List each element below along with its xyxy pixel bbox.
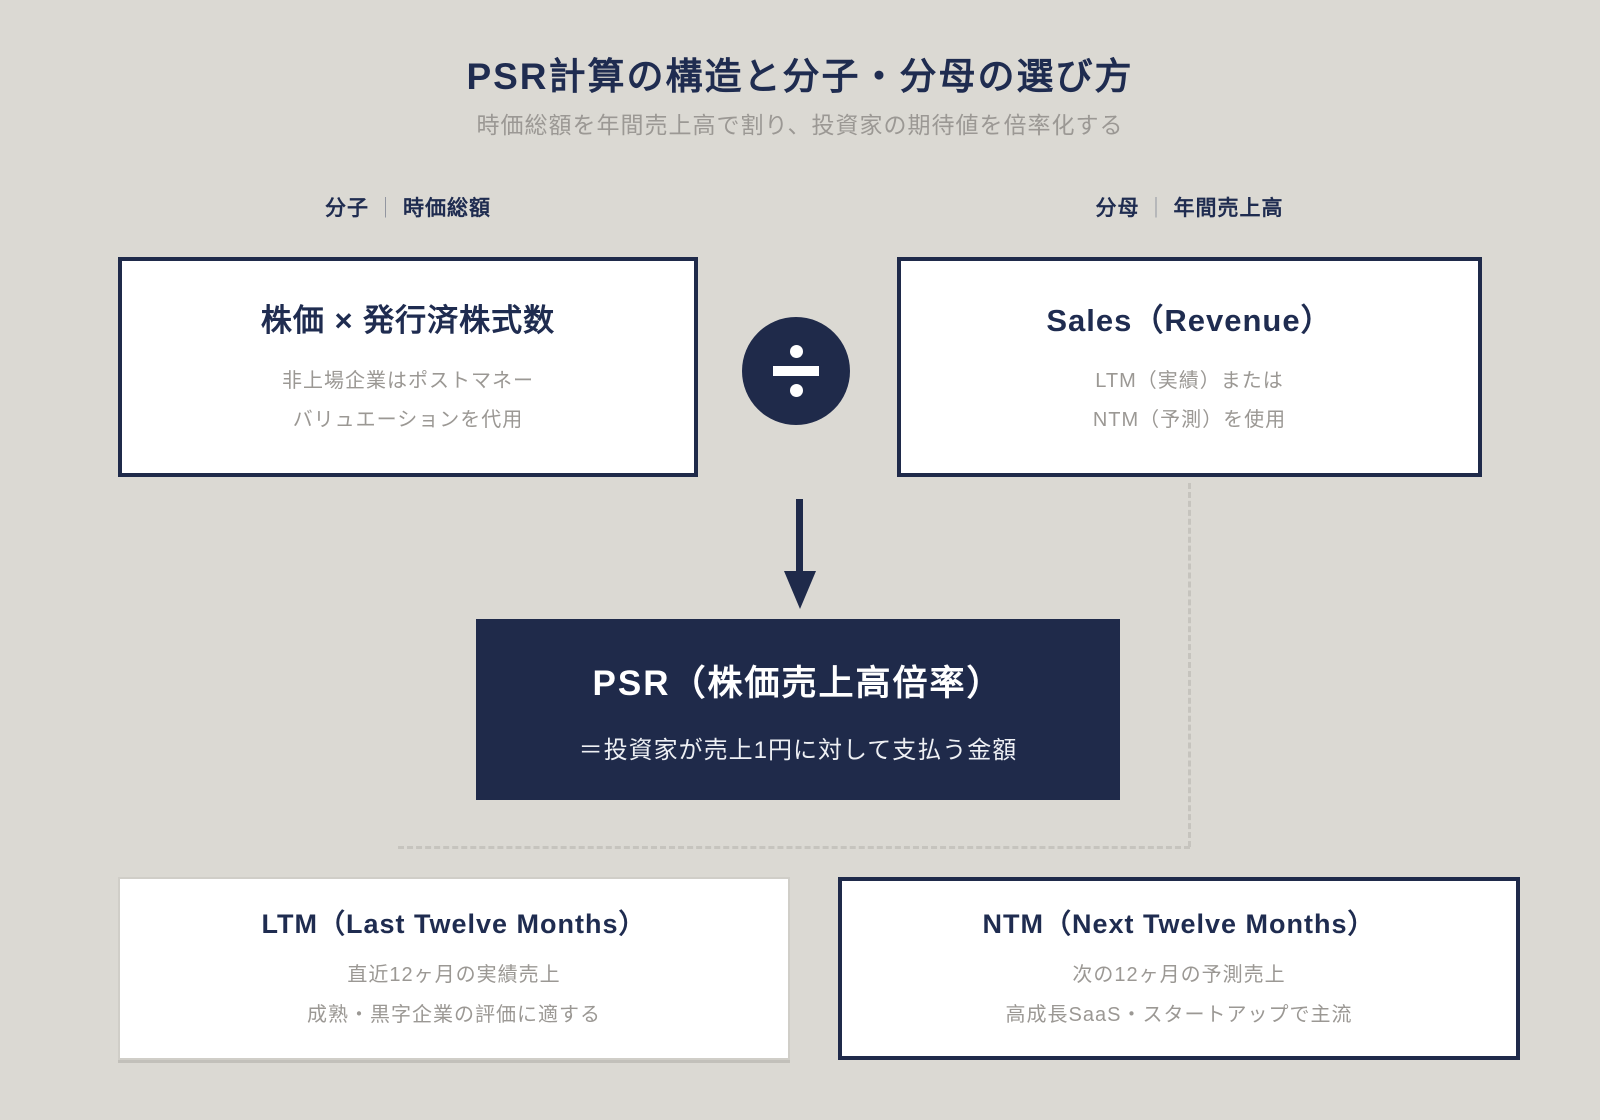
ltm-box: LTM（Last Twelve Months） 直近12ヶ月の実績売上 成熟・黒… — [118, 877, 790, 1060]
denominator-box-note-line2: NTM（予測）を使用 — [1092, 408, 1287, 431]
ntm-box-note-line1: 次の12ヶ月の予測売上 — [1072, 964, 1286, 986]
denominator-box: Sales（Revenue） LTM（実績）または NTM（予測）を使用 — [897, 257, 1482, 477]
divide-icon-top-dot — [789, 345, 803, 358]
divide-icon — [742, 317, 850, 425]
denominator-dashed-connector-vertical — [1188, 483, 1191, 847]
numerator-label: 分子 ｜ 時価総額 — [118, 192, 698, 222]
page-subtitle: 時価総額を年間売上高で割り、投資家の期待値を倍率化する — [476, 112, 1124, 138]
numerator-box: 株価 × 発行済株式数 非上場企業はポストマネー バリュエーションを代用 — [118, 257, 698, 477]
ntm-box: NTM（Next Twelve Months） 次の12ヶ月の予測売上 高成長S… — [838, 877, 1520, 1060]
page-title: PSR計算の構造と分子・分母の選び方 — [466, 56, 1134, 97]
divide-icon-bottom-dot — [789, 384, 803, 397]
psr-result-box: PSR（株価売上高倍率） ＝投資家が売上1円に対して支払う金額 — [476, 619, 1120, 800]
ltm-box-note-line1: 直近12ヶ月の実績売上 — [347, 964, 561, 986]
denominator-box-title: Sales（Revenue） — [1046, 302, 1333, 338]
denominator-label: 分母｜年間売上高 — [897, 192, 1482, 222]
psr-result-title: PSR（株価売上高倍率） — [592, 663, 1004, 703]
denominator-label-prefix: 分母 — [1095, 197, 1140, 220]
denominator-label-name: 年間売上高 — [1173, 197, 1284, 220]
denominator-box-note-line1: LTM（実績）または — [1095, 369, 1284, 392]
numerator-box-title: 株価 × 発行済株式数 — [260, 302, 556, 338]
ntm-box-title: NTM（Next Twelve Months） — [982, 909, 1376, 939]
down-arrow-shaft — [796, 499, 803, 573]
numerator-label-prefix: 分子 — [325, 197, 369, 220]
down-arrow-icon — [784, 571, 816, 609]
denominator-label-separator: ｜ — [1145, 197, 1168, 220]
ltm-box-title: LTM（Last Twelve Months） — [261, 909, 647, 939]
ntm-box-note-line2: 高成長SaaS・スタートアップで主流 — [1005, 1004, 1353, 1026]
numerator-box-note-line2: バリュエーションを代用 — [292, 408, 524, 431]
psr-result-subtitle: ＝投資家が売上1円に対して支払う金額 — [578, 736, 1018, 764]
divide-icon-bar — [773, 366, 819, 376]
numerator-box-note-line1: 非上場企業はポストマネー — [282, 369, 534, 392]
numerator-label-separator: ｜ — [375, 197, 397, 220]
denominator-dashed-connector-horizontal — [398, 846, 1190, 849]
numerator-label-name: 時価総額 — [403, 197, 491, 220]
ltm-box-note-line2: 成熟・黒字企業の評価に適する — [307, 1004, 601, 1026]
